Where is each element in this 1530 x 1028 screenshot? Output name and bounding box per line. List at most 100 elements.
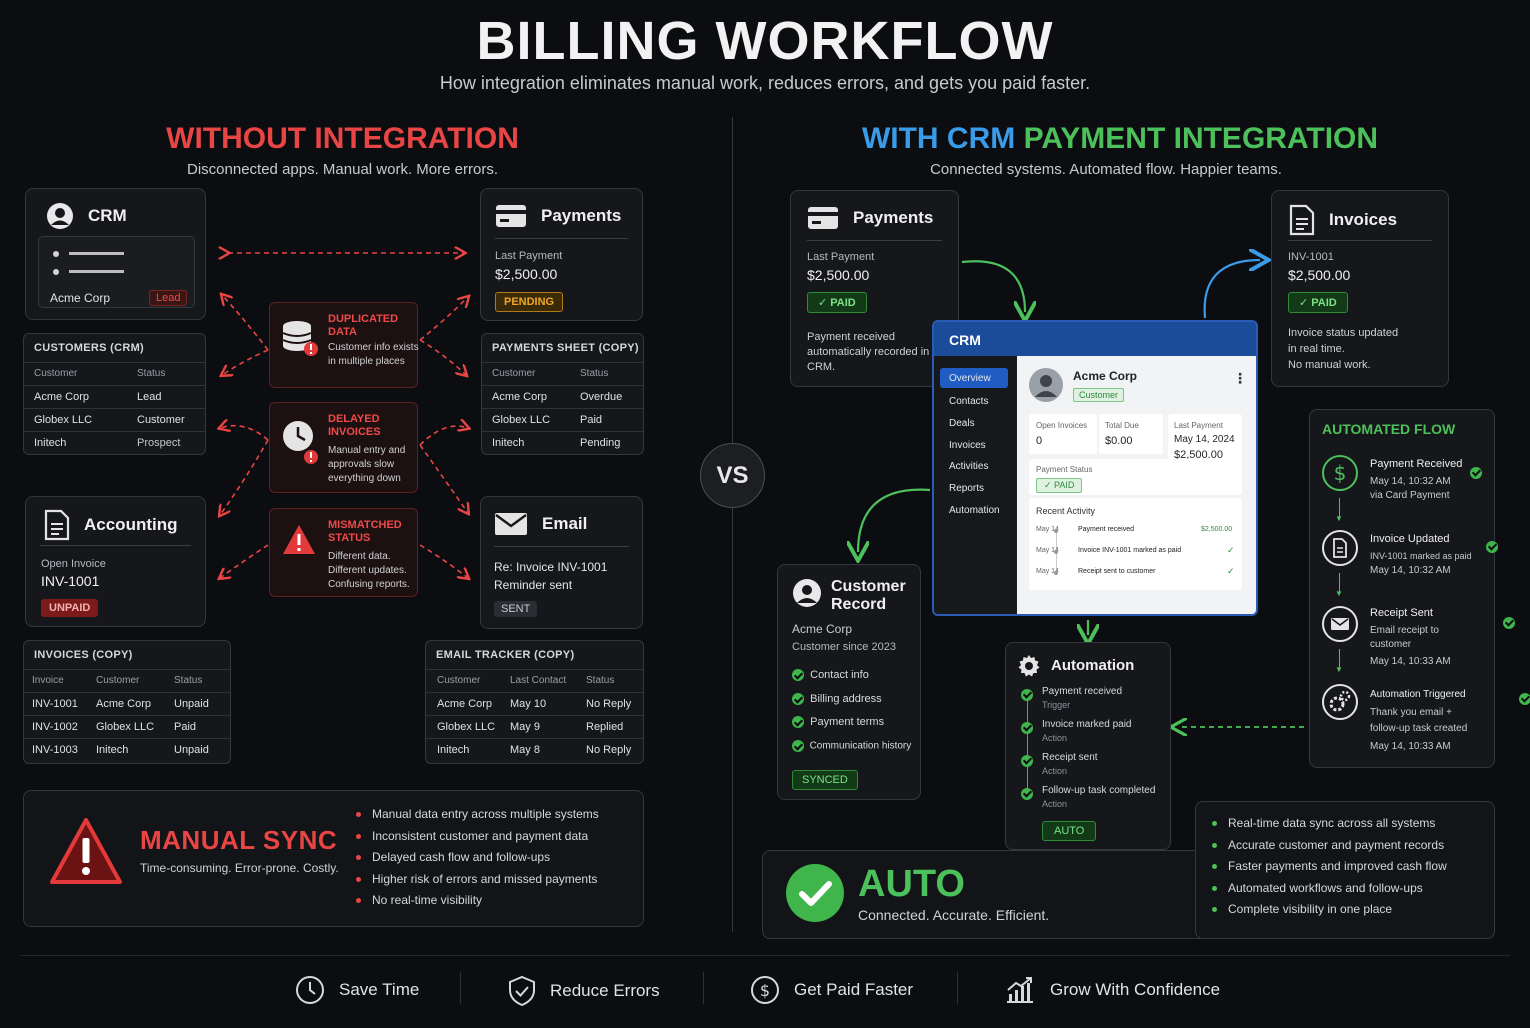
open-invoice-number: INV-1001	[41, 573, 100, 589]
crm-card-title: CRM	[88, 206, 127, 225]
customer-tag: Customer	[1073, 388, 1125, 402]
check-circle-icon	[786, 864, 844, 922]
sidebar-item-contacts[interactable]: Contacts	[949, 396, 989, 407]
email-tracker-table: EMAIL TRACKER (COPY) Customer Last Conta…	[425, 640, 644, 764]
flow-item-detail: Thank you email +	[1370, 707, 1452, 718]
warning-triangle-icon	[50, 818, 122, 884]
payment-status-badge: ✓ PAID	[1036, 478, 1083, 493]
automation-step: Follow-up task completed Action	[1021, 785, 1155, 809]
more-options-icon[interactable]: ⋮	[1233, 370, 1247, 386]
payments-card-title: Payments	[541, 206, 622, 225]
avatar	[1029, 368, 1063, 402]
problem-desc: Customer info exists in multiple places	[328, 342, 419, 367]
check-circle-icon	[792, 740, 804, 752]
list-item: Manual data entry across multiple system…	[356, 807, 599, 829]
problem-delayed-invoices: DELAYED INVOICES Manual entry and approv…	[269, 402, 418, 493]
gears-circle-icon	[1322, 684, 1358, 720]
growth-chart-icon	[1007, 977, 1033, 1003]
flow-item-title: Automation Triggered	[1370, 689, 1466, 700]
crm-window-header: CRM	[934, 322, 1256, 356]
table-header-row: Invoice Customer Status	[24, 669, 230, 692]
page-subtitle: How integration eliminates manual work, …	[439, 73, 1091, 93]
sent-badge: SENT	[494, 601, 538, 617]
manual-sync-bullets: Manual data entry across multiple system…	[356, 807, 599, 915]
manual-sync-summary: MANUAL SYNC Time-consuming. Error-prone.…	[23, 790, 644, 927]
right-flow-arrows	[730, 240, 1304, 770]
dollar-circle-icon: $	[1322, 455, 1358, 491]
auto-badge: AUTO	[1042, 821, 1097, 841]
open-invoice-label: Open Invoice	[41, 558, 106, 570]
check-circle-icon	[1502, 616, 1515, 629]
auto-subtitle: Connected. Accurate. Efficient.	[858, 907, 1050, 923]
manual-sync-subtitle: Time-consuming. Error-prone. Costly.	[140, 861, 339, 875]
credit-card-icon	[496, 205, 526, 227]
table-row: Globex LLC Paid	[482, 408, 643, 431]
invoice-note: in real time.	[1288, 343, 1345, 355]
problem-desc: Different data. Different updates. Confu…	[328, 551, 410, 590]
flow-item-detail: follow-up task created	[1370, 723, 1468, 734]
table-row: INV-1003 Initech Unpaid	[24, 738, 230, 761]
center-divider	[732, 117, 733, 932]
problem-title: DUPLICATED DATA	[328, 313, 399, 338]
problem-title: DELAYED INVOICES	[328, 413, 381, 438]
svg-text:$: $	[760, 981, 770, 1000]
crm-record-preview: Acme Corp Lead	[38, 236, 195, 308]
table-row: Acme Corp Lead	[24, 385, 205, 408]
list-item: Delayed cash flow and follow-ups	[356, 850, 599, 872]
sidebar-item-activities[interactable]: Activities	[949, 461, 989, 472]
right-section-title: WITH CRM PAYMENT INTEGRATION	[861, 122, 1379, 155]
envelope-circle-icon	[1322, 606, 1358, 642]
manual-sync-title: MANUAL SYNC	[140, 825, 338, 855]
last-payment-amount: $2,500.00	[495, 266, 558, 282]
footer-label: Get Paid Faster	[794, 980, 914, 999]
left-dashed-arrows	[0, 0, 730, 800]
auto-bullets: Real-time data sync across all systems A…	[1212, 816, 1447, 924]
crm-window: CRM Overview Contacts Deals Invoices Act…	[932, 320, 1258, 616]
problem-title: MISMATCHED STATUS	[328, 519, 402, 544]
flow-item-detail: May 14, 10:32 AM	[1370, 565, 1451, 576]
invoice-note: Invoice status updated	[1288, 327, 1399, 339]
list-item: Accurate customer and payment records	[1212, 838, 1447, 860]
list-item: Higher risk of errors and missed payment…	[356, 872, 599, 894]
synced-badge: SYNCED	[792, 770, 858, 790]
database-icon	[282, 321, 318, 356]
stat-total-due: Total Due $0.00	[1099, 414, 1163, 454]
sidebar-item-automation[interactable]: Automation	[949, 505, 1000, 516]
sidebar-item-reports[interactable]: Reports	[949, 483, 985, 494]
sidebar-item-invoices[interactable]: Invoices	[949, 440, 986, 451]
email-subject: Re: Invoice INV-1001	[494, 560, 608, 574]
automated-flow-title: AUTOMATED FLOW	[1322, 421, 1456, 437]
sidebar-item-deals[interactable]: Deals	[949, 418, 975, 429]
invoice-note: No manual work.	[1288, 359, 1371, 371]
sidebar-item-overview[interactable]: Overview	[949, 373, 991, 384]
crm-window-title: CRM	[949, 332, 981, 348]
stat-last-payment: Last Payment May 14, 2024 $2,500.00	[1168, 414, 1242, 466]
customer-record-card: Customer Record Acme Corp Customer since…	[777, 564, 921, 800]
invoice-amount: $2,500.00	[1288, 267, 1351, 283]
left-section-title: WITHOUT INTEGRATION	[166, 122, 519, 155]
email-status-line: Reminder sent	[494, 578, 573, 592]
automation-step: Invoice marked paid Action	[1021, 719, 1132, 743]
email-tracker-title: EMAIL TRACKER (COPY)	[436, 649, 575, 661]
gear-icon	[1018, 655, 1040, 677]
list-item: Complete visibility in one place	[1212, 902, 1447, 924]
crm-card-left: CRM Acme Corp Lead	[25, 188, 206, 320]
clock-icon	[283, 421, 318, 464]
crm-company-name: Acme Corp	[1073, 369, 1138, 383]
table-row: Globex LLC May 9 Replied	[426, 715, 643, 738]
customer-since: Customer since 2023	[792, 641, 896, 653]
footer-reduce-errors: Reduce Errors	[508, 975, 660, 1007]
left-section-subtitle: Disconnected apps. Manual work. More err…	[187, 161, 498, 178]
dollar-circle-icon: $	[751, 976, 779, 1004]
last-payment-amount: $2,500.00	[807, 267, 870, 283]
footer-label: Grow With Confidence	[1050, 980, 1221, 999]
footer-label: Reduce Errors	[550, 981, 660, 1000]
table-row: INV-1002 Globex LLC Paid	[24, 715, 230, 738]
footer-divider	[20, 955, 1510, 956]
accounting-card: Accounting Open Invoice INV-1001 UNPAID	[25, 496, 206, 627]
auto-benefits-panel: Real-time data sync across all systems A…	[1195, 801, 1495, 939]
email-card-title: Email	[542, 514, 588, 533]
page-title: BILLING WORKFLOW	[476, 11, 1054, 71]
crm-company: Acme Corp	[50, 291, 111, 305]
flow-item-title: Payment Received	[1370, 458, 1463, 470]
